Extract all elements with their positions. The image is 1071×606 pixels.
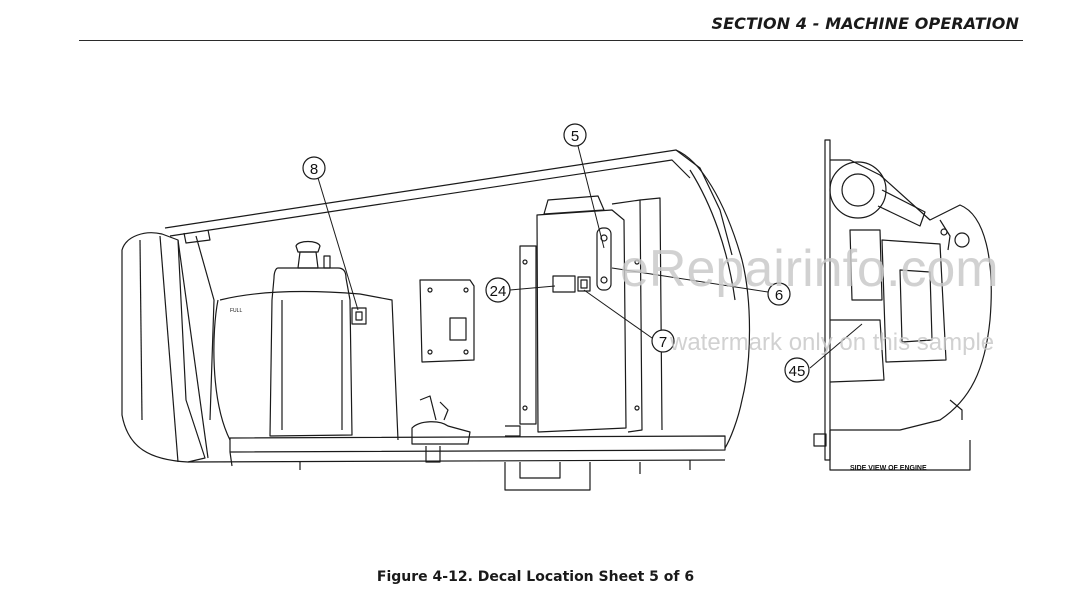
figure-caption: Figure 4-12. Decal Location Sheet 5 of 6 [376, 569, 695, 585]
main-machine-outline [121, 149, 751, 491]
svg-text:7: 7 [659, 334, 667, 351]
controller-box [411, 195, 663, 463]
header-rule [79, 40, 1023, 41]
callout-24: 24 [485, 277, 511, 303]
watermark-line-2: watermark only on this sample [669, 329, 994, 356]
svg-text:24: 24 [490, 283, 507, 300]
leader-lines [317, 145, 863, 369]
watermark: eRepairinfo.com watermark only on this s… [620, 240, 999, 356]
watermark-line-1: eRepairinfo.com [620, 240, 999, 298]
fluid-tank [269, 240, 367, 437]
svg-text:6: 6 [775, 287, 783, 304]
callout-5: 5 [563, 123, 587, 147]
engine-side-view [813, 139, 992, 471]
callout-7: 7 [651, 329, 675, 353]
mounting-plate [419, 279, 475, 363]
callout-45: 45 [784, 357, 810, 383]
callout-8: 8 [302, 156, 326, 180]
callout-6: 6 [767, 282, 791, 306]
section-title: SECTION 4 - MACHINE OPERATION [711, 14, 1019, 33]
svg-text:45: 45 [789, 363, 806, 380]
fill-label: FULL [230, 308, 242, 314]
svg-text:5: 5 [571, 128, 579, 145]
side-view-label: SIDE VIEW OF ENGINE [850, 465, 927, 472]
svg-text:8: 8 [310, 161, 318, 178]
callouts: 8 5 24 6 7 45 [302, 123, 810, 383]
